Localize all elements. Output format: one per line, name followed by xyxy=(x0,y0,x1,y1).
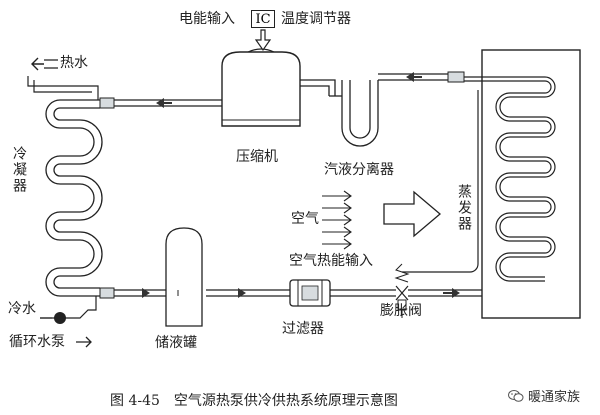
hot-water-label: 热水 xyxy=(60,55,88,71)
receiver-label: 储液罐 xyxy=(155,335,197,351)
compressor-body xyxy=(221,48,301,127)
condenser-label: 冷凝器 xyxy=(11,146,27,194)
evaporator-coil xyxy=(464,76,556,282)
hot-water-pipe xyxy=(27,76,99,100)
temp-regulator-label: 温度调节器 xyxy=(281,11,351,27)
caption-text: 图 4-45 空气源热泵供冷供热系统原理示意图 xyxy=(110,393,398,409)
evap-suction-pipe xyxy=(378,71,465,83)
watermark: 暖通家族 xyxy=(508,386,580,405)
condenser-outlet-fitting xyxy=(99,287,115,299)
expansion-valve-label: 膨胀阀 xyxy=(380,303,422,319)
filter-label: 过滤器 xyxy=(282,321,324,337)
pump-symbol xyxy=(40,312,66,324)
expansion-valve xyxy=(394,263,410,318)
separator-u xyxy=(329,80,379,147)
heat-flow-arrow xyxy=(383,190,442,238)
wechat-icon xyxy=(508,389,524,402)
air-arrows xyxy=(322,190,352,250)
electric-input-label: 电能输入 xyxy=(179,11,235,27)
suction-pipe xyxy=(300,79,336,96)
schematic xyxy=(27,29,581,348)
figure-caption: 图 4-45 空气源热泵供冷供热系统原理示意图 xyxy=(0,382,600,412)
evaporator-label: 蒸发器 xyxy=(456,184,472,232)
separator-label: 汽液分离器 xyxy=(324,162,394,178)
compressor-label: 压缩机 xyxy=(236,149,278,165)
evaporator-frame xyxy=(481,49,581,319)
filter-body xyxy=(289,279,331,307)
hot-water-arrow xyxy=(31,57,58,71)
cold-water-label: 冷水 xyxy=(8,301,36,317)
evap-inlet-line xyxy=(402,90,479,273)
pump-out-arrow xyxy=(76,336,92,348)
cold-water-pipe xyxy=(40,296,97,319)
air-heat-input-label: 空气热能输入 xyxy=(289,253,373,269)
electric-input-arrow xyxy=(254,29,272,52)
watermark-text: 暖通家族 xyxy=(528,390,581,405)
condenser-coil xyxy=(45,99,103,297)
liquid-flow-arrows xyxy=(142,288,460,298)
ic-box: IC xyxy=(251,10,275,28)
air-label: 空气 xyxy=(291,211,319,227)
discharge-pipe xyxy=(99,97,222,109)
circulating-pump-label: 循环水泵 xyxy=(9,334,65,350)
receiver-tank xyxy=(165,227,203,327)
